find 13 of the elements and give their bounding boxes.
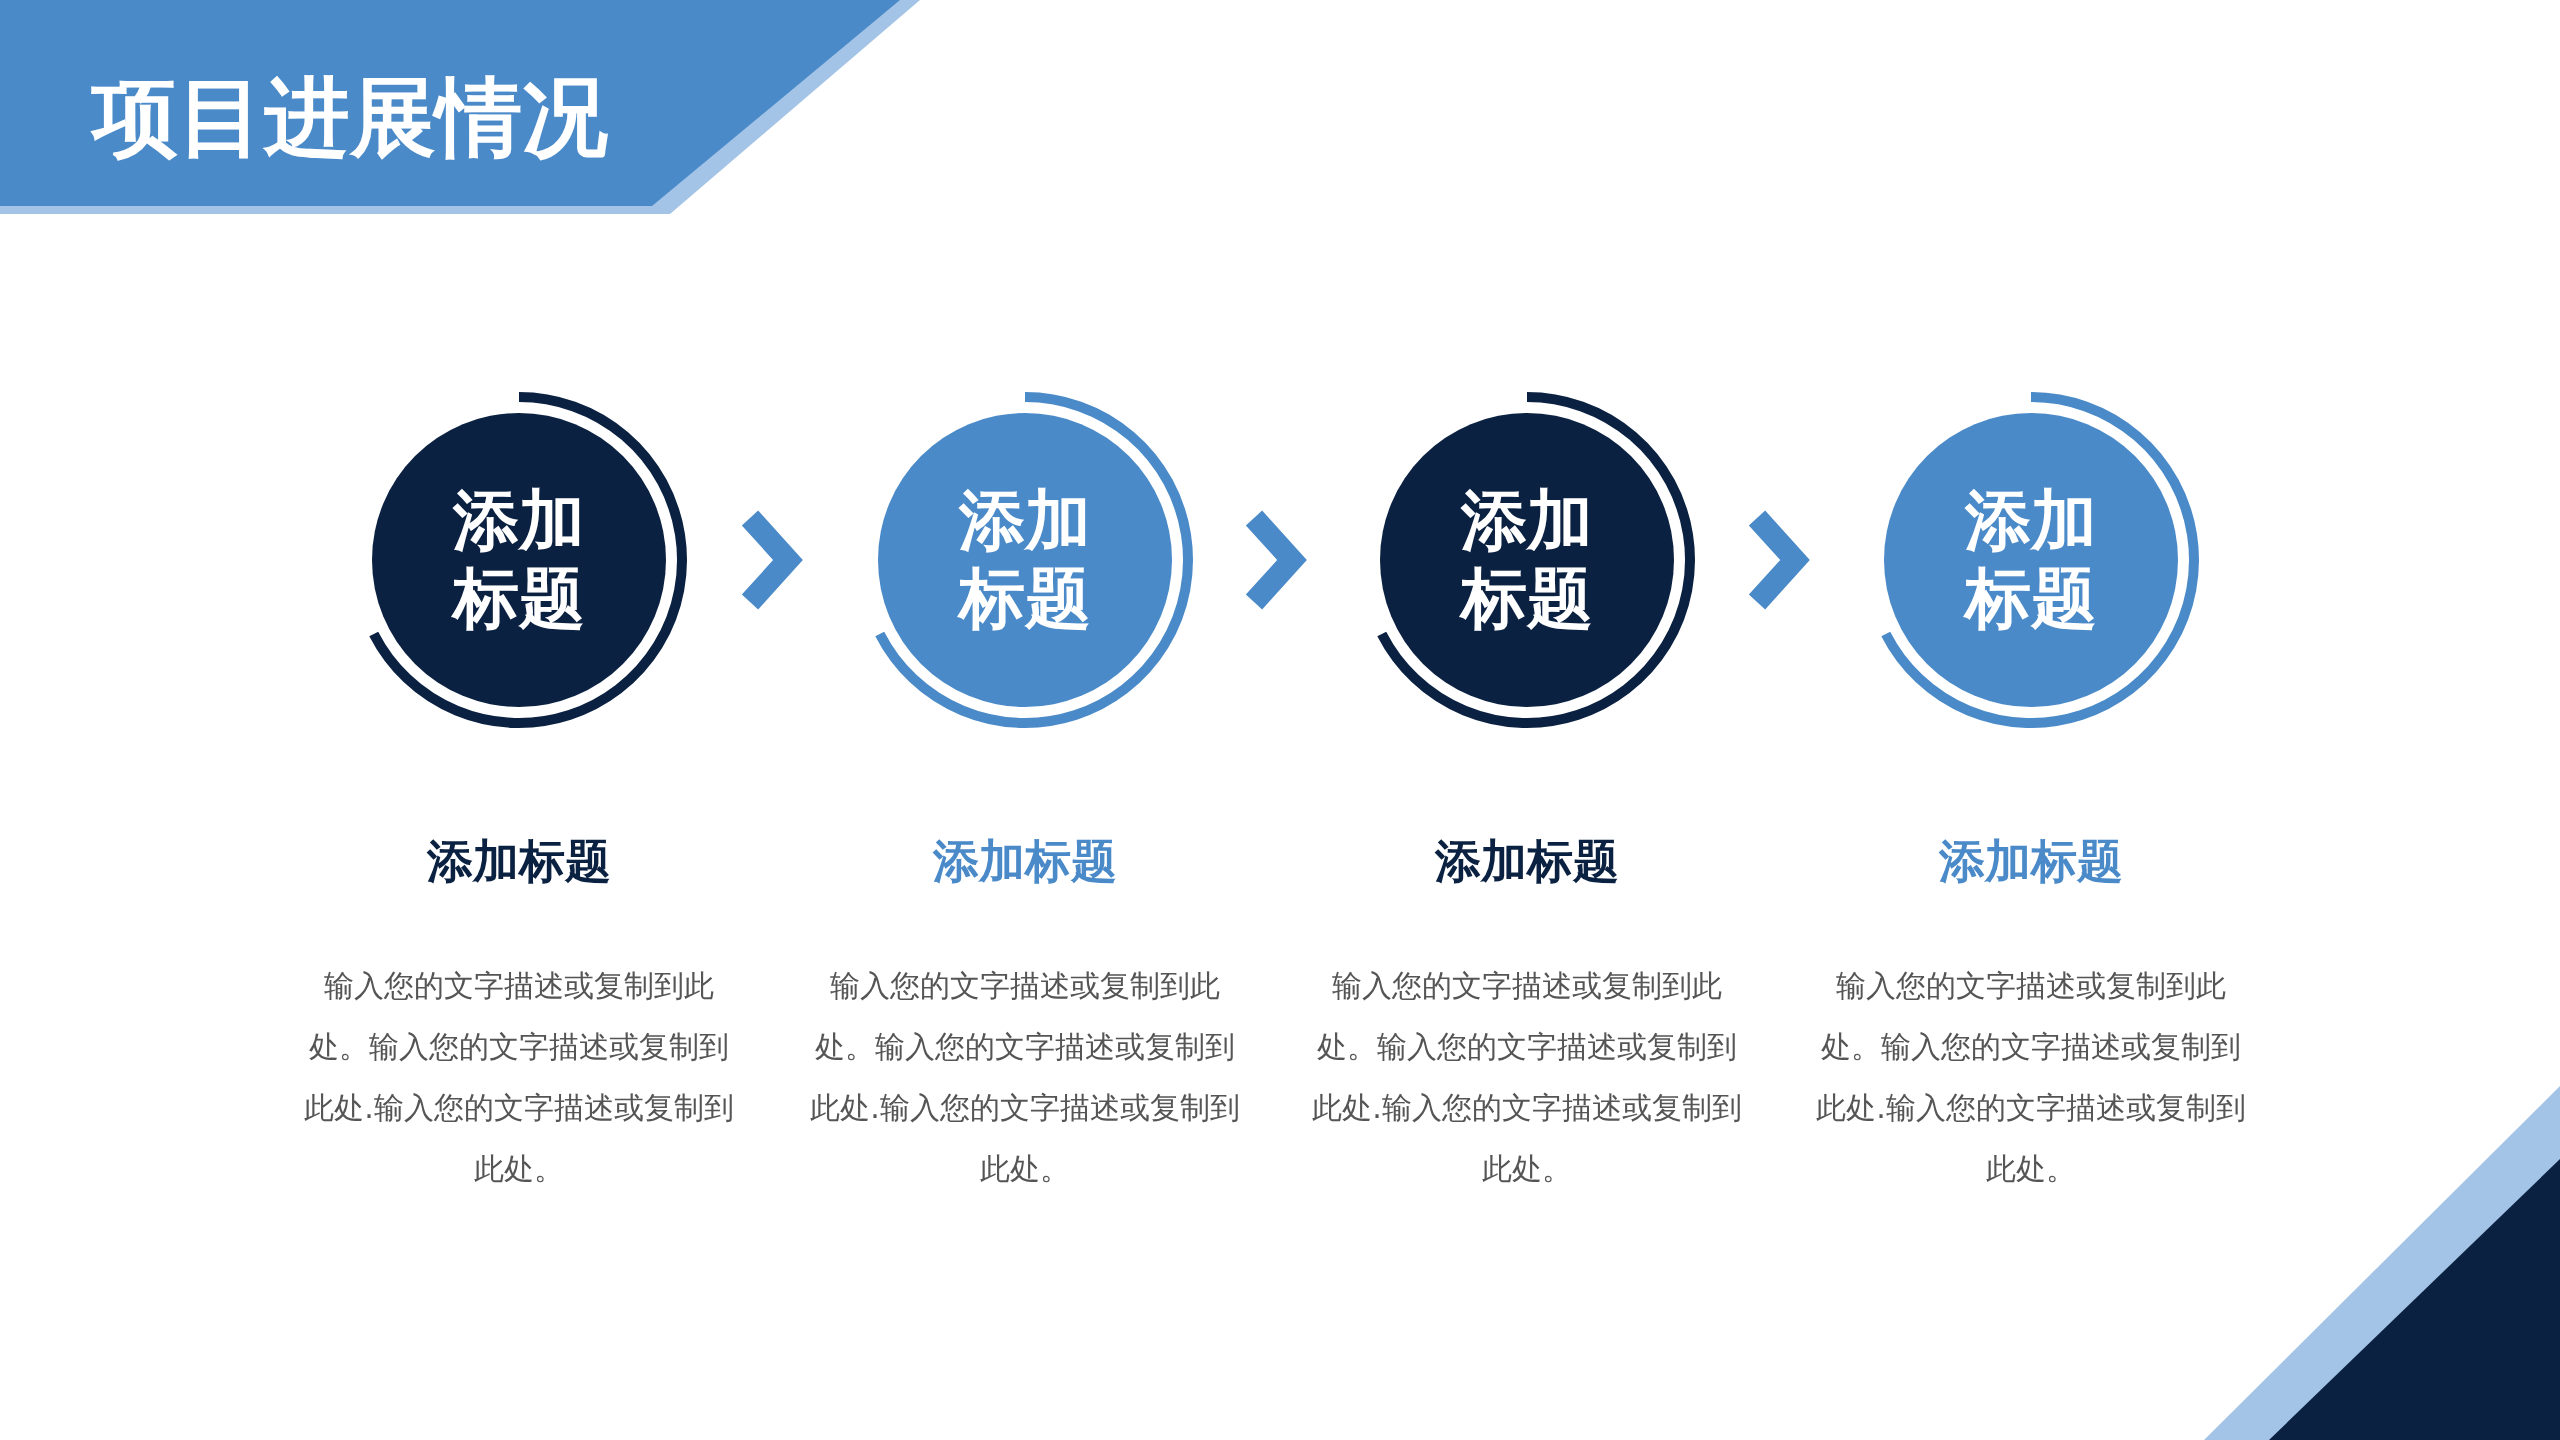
step-description: 输入您的文字描述或复制到此处。输入您的文字描述或复制到此处.输入您的文字描述或复制到此处。 bbox=[1311, 967, 1743, 1188]
step-description: 输入您的文字描述或复制到此处。输入您的文字描述或复制到此处.输入您的文字描述或复制到此处。 bbox=[303, 967, 735, 1188]
circle-label: 添加标题 bbox=[956, 481, 1092, 639]
circle-label: 添加标题 bbox=[450, 481, 586, 639]
step-heading: 添加标题 bbox=[426, 833, 612, 890]
step-heading: 添加标题 bbox=[1434, 833, 1620, 890]
step-heading: 添加标题 bbox=[932, 833, 1118, 890]
step-description: 输入您的文字描述或复制到此处。输入您的文字描述或复制到此处.输入您的文字描述或复制到此处。 bbox=[809, 967, 1241, 1188]
circle-label: 添加标题 bbox=[1458, 481, 1594, 639]
step-description: 输入您的文字描述或复制到此处。输入您的文字描述或复制到此处.输入您的文字描述或复制到此处。 bbox=[1815, 967, 2247, 1188]
step-heading: 添加标题 bbox=[1938, 833, 2124, 890]
title: 项目进展情况 bbox=[92, 66, 608, 169]
circle-label: 添加标题 bbox=[1962, 481, 2098, 639]
